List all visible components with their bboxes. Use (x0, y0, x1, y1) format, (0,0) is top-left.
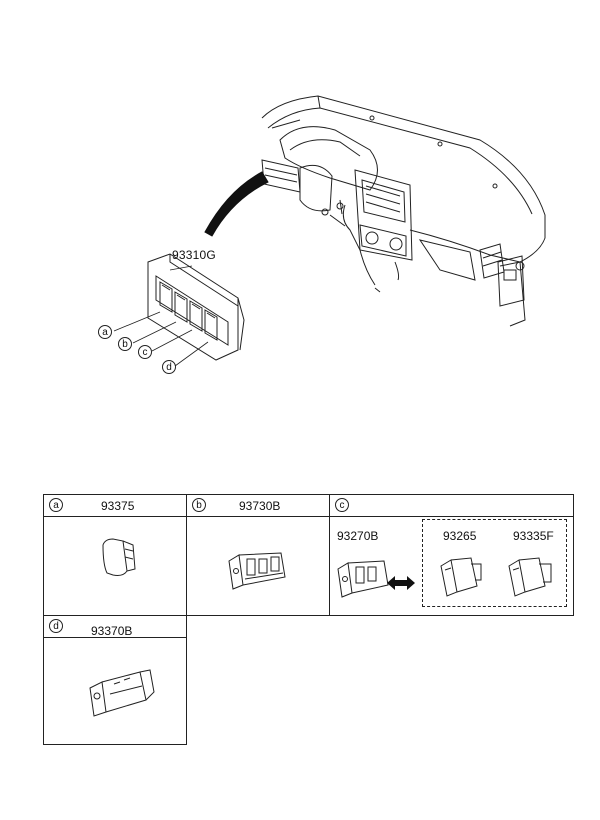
part-number-93335F: 93335F (513, 529, 554, 543)
callout-b: b (118, 337, 132, 351)
parts-cell-c-header: c (330, 495, 573, 517)
parts-cell-d: d 93370B (43, 615, 187, 745)
parts-cell-a-header: a 93375 (44, 495, 186, 517)
parts-cell-c: c 93270B 93265 93335F (329, 494, 574, 616)
switch-93335F-icon (508, 557, 552, 597)
swap-arrow-icon (387, 576, 415, 590)
pointer-arrow (204, 171, 269, 237)
switch-d-icon (89, 669, 155, 717)
alternate-parts-group: 93265 93335F (422, 519, 567, 607)
part-number-93375: 93375 (101, 499, 135, 513)
parts-cell-b: b 93730B (186, 494, 330, 616)
part-number-93370B: 93370B (91, 624, 133, 638)
switch-c-icon (337, 560, 389, 598)
part-number-93730B: 93730B (239, 499, 281, 513)
callout-a: a (98, 325, 112, 339)
switch-93265-icon (440, 557, 482, 597)
switch-b-icon (228, 552, 286, 590)
parts-cell-b-header: b 93730B (187, 495, 329, 517)
cell-letter-c: c (335, 498, 349, 512)
assembly-part-number: 93310G (172, 248, 216, 262)
cell-letter-b: b (192, 498, 206, 512)
switch-blank-icon (102, 538, 136, 576)
parts-cell-a: a 93375 (43, 494, 187, 616)
dashboard-illustration (113, 95, 546, 367)
part-number-93270B: 93270B (337, 529, 379, 543)
part-number-93265: 93265 (443, 529, 477, 543)
callout-d: d (162, 360, 176, 374)
cell-letter-d: d (49, 619, 63, 633)
callout-c: c (138, 345, 152, 359)
parts-cell-d-header: d 93370B (44, 616, 186, 638)
cell-letter-a: a (49, 498, 63, 512)
